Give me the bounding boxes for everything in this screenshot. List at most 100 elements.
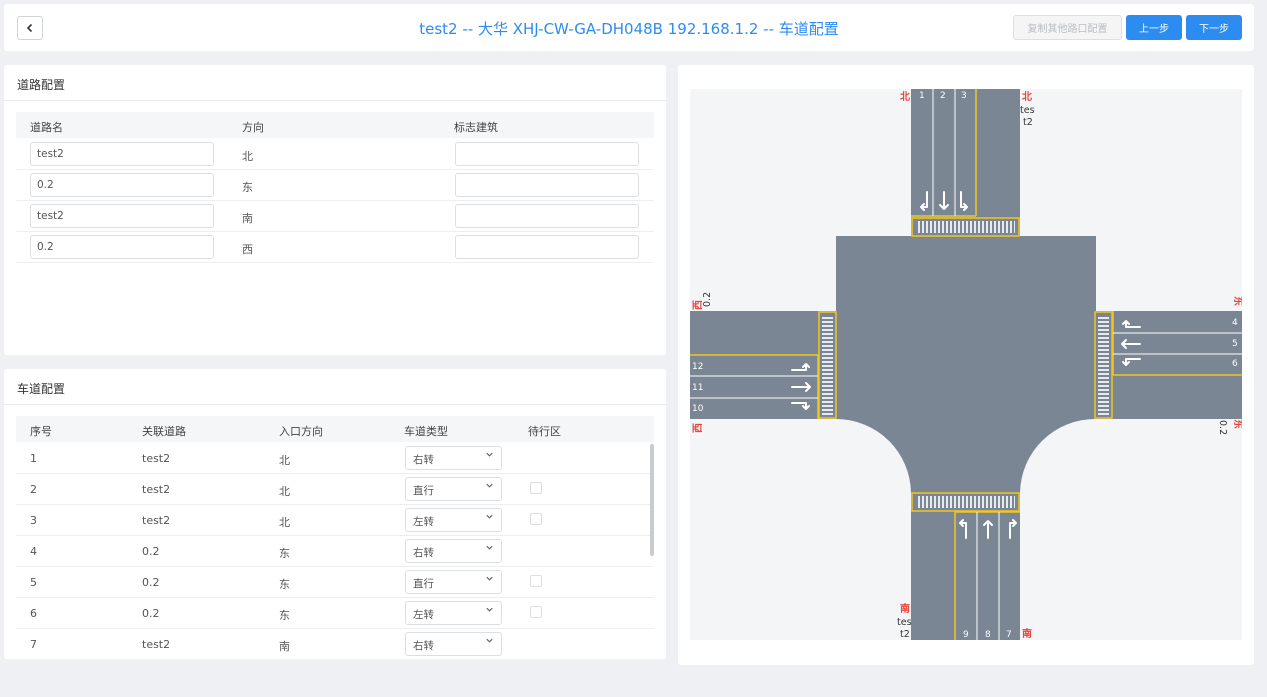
arrow-straight-icon bbox=[791, 382, 811, 392]
arrow-left-turn-icon bbox=[791, 363, 810, 371]
north-dir-label: 北 bbox=[900, 90, 910, 103]
lane-index: 1 bbox=[30, 452, 37, 465]
landmark-input[interactable] bbox=[455, 235, 639, 259]
arrow-straight-icon bbox=[1121, 339, 1141, 349]
lane-number: 7 bbox=[1006, 630, 1012, 640]
road-name-input[interactable]: 0.2 bbox=[30, 235, 214, 259]
lane-type-select[interactable]: 右转 bbox=[405, 632, 502, 656]
prev-step-button[interactable]: 上一步 bbox=[1126, 15, 1182, 40]
lane-type-select[interactable]: 左转 bbox=[405, 508, 502, 532]
lane-type-select[interactable]: 左转 bbox=[405, 601, 502, 625]
chevron-down-icon bbox=[485, 636, 494, 648]
east-road-name: 0.2 bbox=[1217, 420, 1228, 435]
lane-type-select[interactable]: 直行 bbox=[405, 570, 502, 594]
lane-number: 4 bbox=[1232, 318, 1238, 328]
north-dir-label: 北 bbox=[1022, 90, 1032, 103]
lane-road: test2 bbox=[142, 452, 171, 465]
road-direction: 南 bbox=[242, 212, 253, 225]
crosswalk-west bbox=[818, 311, 837, 419]
lane-number: 2 bbox=[940, 91, 946, 101]
lane-numbers: 1 2 3 4 5 6 9 8 7 12 11 10 bbox=[692, 91, 1238, 640]
landmark-input[interactable] bbox=[455, 173, 639, 197]
intersection-map: 1 2 3 4 5 6 9 8 7 12 11 10 北 北 南 南 东 东 西… bbox=[690, 89, 1242, 640]
lane-entry: 北 bbox=[279, 516, 290, 529]
road-table-row: test2 南 bbox=[16, 201, 654, 232]
chevron-down-icon bbox=[485, 481, 494, 493]
lane-type-select[interactable]: 右转 bbox=[405, 446, 502, 470]
lane-type-select[interactable]: 直行 bbox=[405, 477, 502, 501]
west-dir-label: 西 bbox=[692, 300, 704, 310]
waiting-area-checkbox[interactable] bbox=[530, 513, 542, 525]
next-step-button[interactable]: 下一步 bbox=[1186, 15, 1242, 40]
chevron-down-icon bbox=[485, 450, 494, 462]
chevron-left-icon bbox=[26, 23, 33, 33]
landmark-input[interactable] bbox=[455, 142, 639, 166]
road-name-input[interactable]: test2 bbox=[30, 204, 214, 228]
lane-table-header: 序号 关联道路 入口方向 车道类型 待行区 bbox=[16, 416, 654, 442]
lane-road: test2 bbox=[142, 514, 171, 527]
copy-other-config-button[interactable]: 复制其他路口配置 bbox=[1013, 15, 1122, 40]
lane-type-value: 右转 bbox=[413, 454, 434, 466]
road-table-header: 道路名 方向 标志建筑 bbox=[16, 112, 654, 138]
north-road-name: t2 bbox=[1023, 117, 1033, 128]
lane-entry: 东 bbox=[279, 578, 290, 591]
road-direction: 西 bbox=[242, 243, 253, 256]
col-direction: 方向 bbox=[242, 121, 264, 134]
lane-number: 8 bbox=[985, 630, 991, 640]
divider bbox=[4, 404, 666, 405]
south-road-name: tes bbox=[897, 617, 912, 628]
lane-type-value: 右转 bbox=[413, 547, 434, 559]
lane-entry: 南 bbox=[279, 640, 290, 653]
arrow-left-turn-icon bbox=[960, 191, 968, 211]
col-road-name: 道路名 bbox=[30, 121, 63, 134]
arrow-straight-icon bbox=[939, 191, 949, 210]
south-dir-label: 南 bbox=[900, 602, 910, 615]
north-road-name: tes bbox=[1020, 105, 1035, 116]
road-name-input[interactable]: test2 bbox=[30, 142, 214, 166]
divider bbox=[4, 100, 666, 101]
lane-entry: 北 bbox=[279, 485, 290, 498]
lane-config-title: 车道配置 bbox=[17, 382, 66, 396]
lane-number: 3 bbox=[961, 91, 967, 101]
arrow-straight-icon bbox=[983, 520, 993, 539]
col-lane-type: 车道类型 bbox=[404, 425, 448, 438]
landmark-input[interactable] bbox=[455, 204, 639, 228]
lane-type-value: 直行 bbox=[413, 578, 434, 590]
arrow-right-turn-icon bbox=[1009, 519, 1017, 539]
scrollbar[interactable] bbox=[650, 444, 654, 556]
col-waiting-area: 待行区 bbox=[528, 425, 561, 438]
lane-table-row: 7 test2 南 右转 bbox=[16, 629, 654, 659]
lane-number: 5 bbox=[1232, 339, 1238, 349]
direction-labels: 北 北 南 南 东 东 西 西 bbox=[692, 90, 1242, 640]
arrow-left-turn-icon bbox=[959, 519, 967, 539]
waiting-area-checkbox[interactable] bbox=[530, 575, 542, 587]
arrow-right-turn-icon bbox=[1122, 320, 1141, 328]
road-name-input[interactable]: 0.2 bbox=[30, 173, 214, 197]
road-surface bbox=[690, 89, 1242, 640]
waiting-area-checkbox[interactable] bbox=[530, 606, 542, 618]
lane-type-select[interactable]: 右转 bbox=[405, 539, 502, 563]
lane-lines bbox=[690, 89, 1242, 640]
lane-road: test2 bbox=[142, 638, 171, 651]
lane-number: 10 bbox=[692, 404, 704, 414]
chevron-down-icon bbox=[485, 512, 494, 524]
lane-arrows bbox=[791, 191, 1141, 539]
road-name-labels: tes t2 tes t2 0.2 0.2 bbox=[702, 105, 1228, 640]
lane-number: 6 bbox=[1232, 359, 1238, 369]
back-button[interactable] bbox=[17, 16, 43, 40]
lane-index: 7 bbox=[30, 638, 37, 651]
chevron-down-icon bbox=[485, 605, 494, 617]
east-dir-label: 东 bbox=[1232, 296, 1242, 306]
col-entry: 入口方向 bbox=[279, 425, 323, 438]
road-table-row: 0.2 西 bbox=[16, 232, 654, 263]
waiting-area-checkbox[interactable] bbox=[530, 482, 542, 494]
lane-index: 4 bbox=[30, 545, 37, 558]
lane-index: 6 bbox=[30, 607, 37, 620]
